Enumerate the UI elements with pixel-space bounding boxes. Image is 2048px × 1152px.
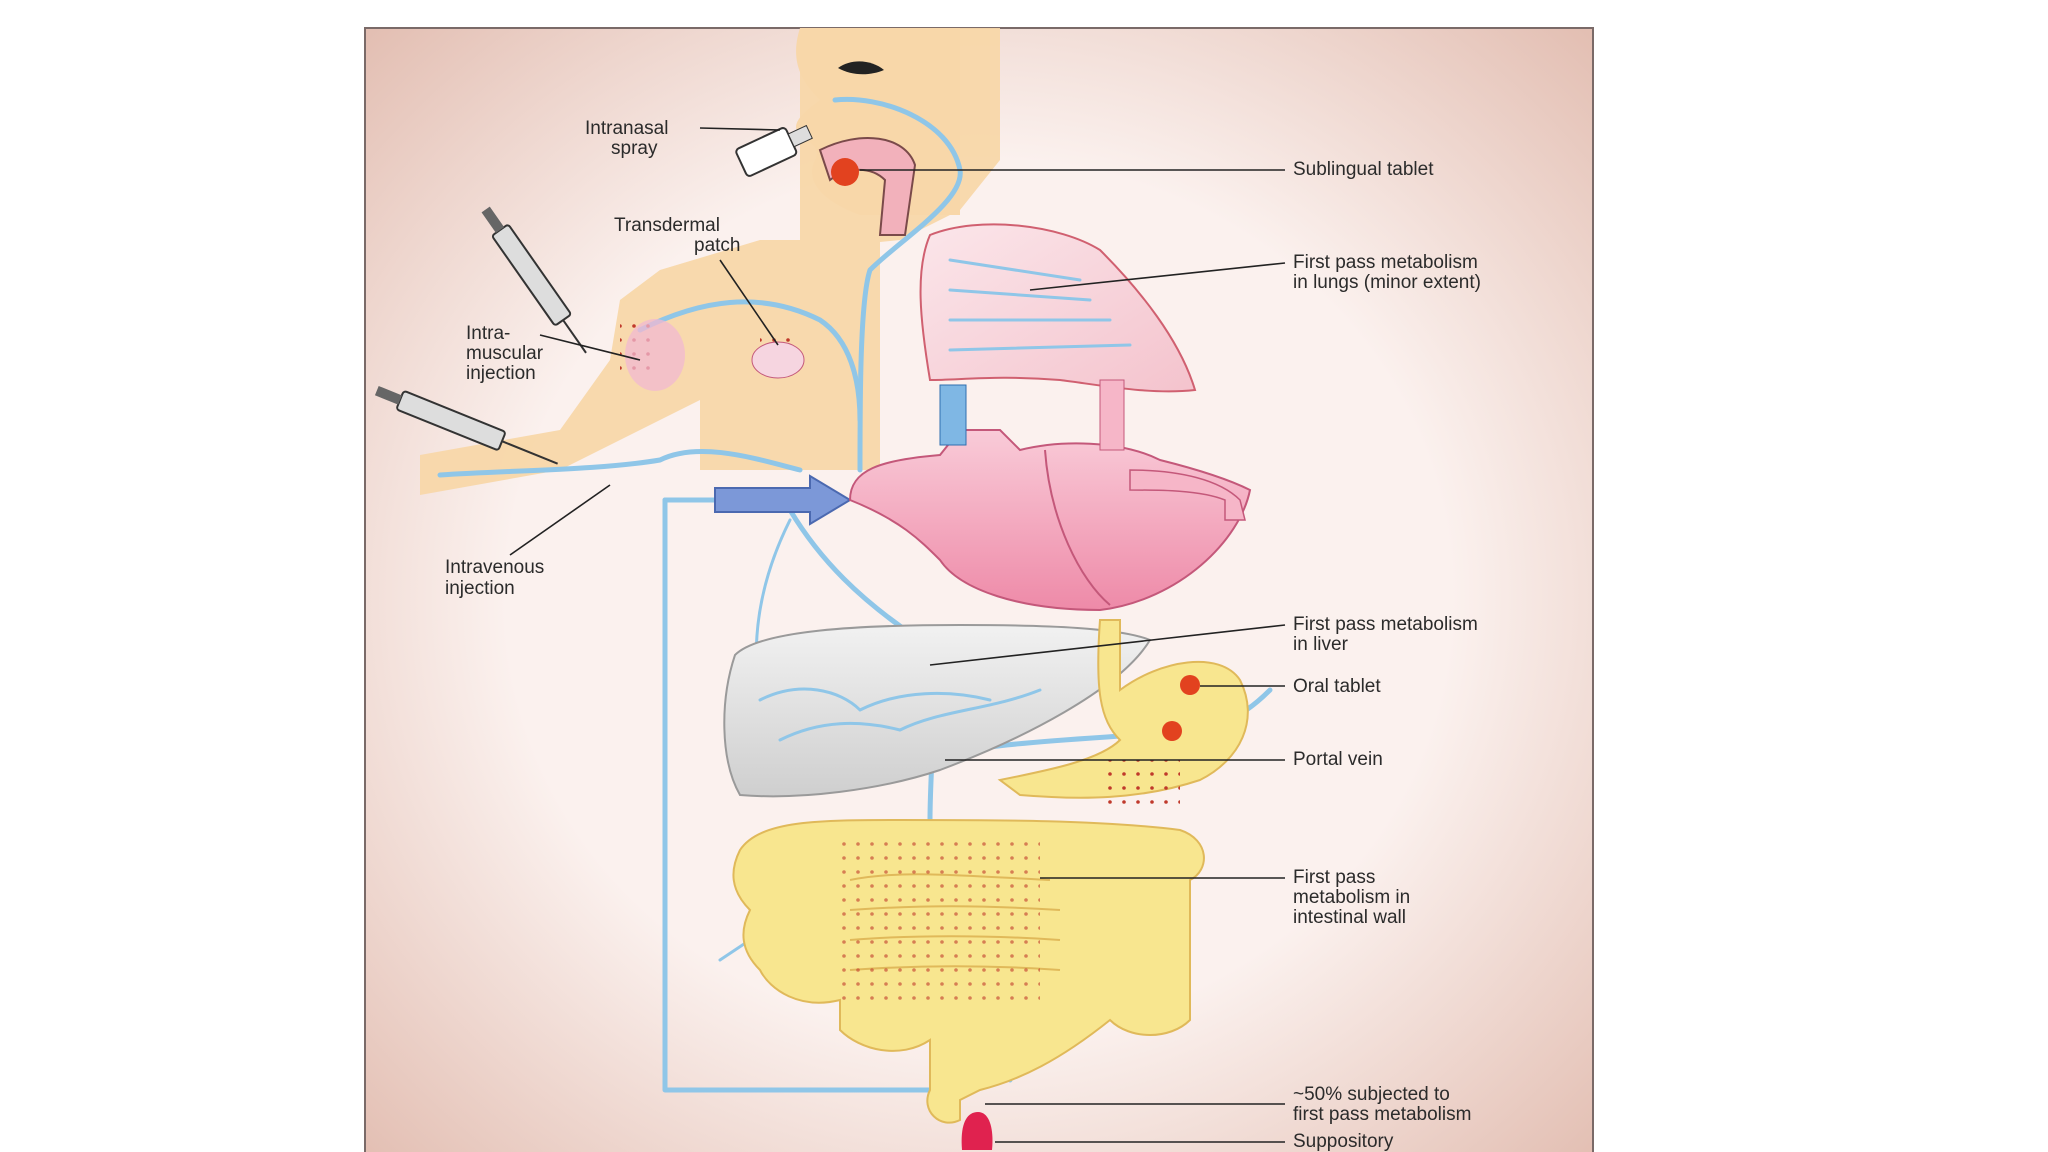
svg-text:metabolism in: metabolism in (1293, 887, 1410, 908)
label-rectal: ~50% subjected to first pass metabolism (985, 1084, 1471, 1125)
svg-text:First pass metabolism: First pass metabolism (1293, 252, 1478, 273)
label-intramuscular: Intra- muscular injection (466, 323, 641, 384)
suppository-icon (961, 1112, 993, 1150)
svg-text:Transdermal: Transdermal (614, 215, 720, 236)
nasal-spray-icon (735, 124, 813, 177)
svg-text:Intra-: Intra- (466, 323, 510, 344)
svg-text:intestinal wall: intestinal wall (1293, 907, 1406, 928)
heart (848, 429, 1252, 612)
svg-text:First pass: First pass (1293, 867, 1375, 888)
oral-tablet-dot-1 (1180, 675, 1200, 695)
label-intravenous: Intravenous injection (445, 484, 611, 599)
label-oral: Oral tablet (1200, 676, 1381, 697)
svg-text:Intravenous: Intravenous (445, 557, 544, 578)
svg-text:first pass metabolism: first pass metabolism (1293, 1104, 1471, 1125)
syringe-icon-iv (374, 385, 558, 465)
svg-text:Oral tablet: Oral tablet (1293, 676, 1381, 697)
svg-text:Suppository: Suppository (1293, 1131, 1394, 1152)
patch-icon (751, 341, 805, 379)
drug-dots (620, 320, 1180, 1000)
label-sublingual: Sublingual tablet (860, 159, 1434, 180)
eye (838, 61, 884, 75)
label-portal: Portal vein (945, 749, 1383, 770)
lungs (919, 223, 1197, 451)
svg-text:~50% subjected to: ~50% subjected to (1293, 1084, 1450, 1105)
im-site (625, 319, 685, 391)
syringe-icon-im (481, 206, 587, 354)
svg-text:injection: injection (466, 363, 536, 384)
svg-text:in lungs (minor extent): in lungs (minor extent) (1293, 272, 1481, 293)
label-lungs: First pass metabolism in lungs (minor ex… (1029, 252, 1481, 293)
svg-text:in liver: in liver (1293, 634, 1349, 655)
svg-text:Intranasal: Intranasal (585, 118, 668, 139)
svg-text:muscular: muscular (466, 343, 544, 364)
oral-tablet-dot-2 (1162, 721, 1182, 741)
sublingual-tablet-icon (831, 158, 859, 186)
label-intranasal: Intranasal spray (585, 118, 781, 159)
svg-text:Sublingual tablet: Sublingual tablet (1293, 159, 1434, 180)
label-liver: First pass metabolism in liver (929, 614, 1478, 666)
svg-text:injection: injection (445, 578, 515, 599)
liver (723, 623, 1152, 798)
svg-text:patch: patch (694, 235, 740, 256)
svg-text:Portal vein: Portal vein (1293, 749, 1383, 770)
label-suppository: Suppository (995, 1131, 1394, 1152)
svg-text:spray: spray (611, 138, 658, 159)
svg-text:First pass metabolism: First pass metabolism (1293, 614, 1478, 635)
label-transdermal: Transdermal patch (614, 215, 779, 346)
flow-arrow (714, 474, 852, 526)
label-intestinal: First pass metabolism in intestinal wall (1040, 867, 1410, 928)
